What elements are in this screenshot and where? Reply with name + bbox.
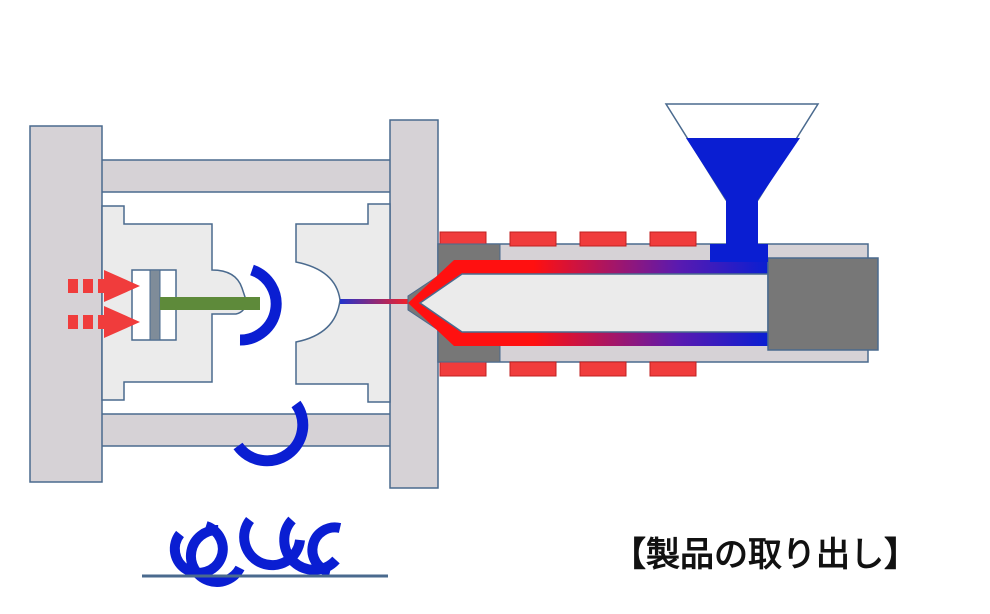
- molded-part: [239, 264, 282, 346]
- hopper-icon: [664, 103, 820, 262]
- sprue: [340, 299, 412, 304]
- red-dashed-arrow-icon: [68, 270, 140, 302]
- screw: [418, 273, 769, 333]
- screw-drive: [767, 257, 879, 351]
- heater-bands: [439, 231, 697, 377]
- falling-part: [233, 400, 309, 467]
- tie-bar-top: [99, 159, 393, 193]
- left-platen: [29, 125, 103, 483]
- ejector-plate-core: [149, 269, 161, 341]
- caption: 【製品の取り出し】: [612, 535, 918, 575]
- red-dashed-arrow-icon: [68, 306, 140, 338]
- parts-pile: [169, 516, 342, 587]
- tie-bar-bottom: [99, 413, 393, 447]
- ejector-rod: [160, 297, 260, 310]
